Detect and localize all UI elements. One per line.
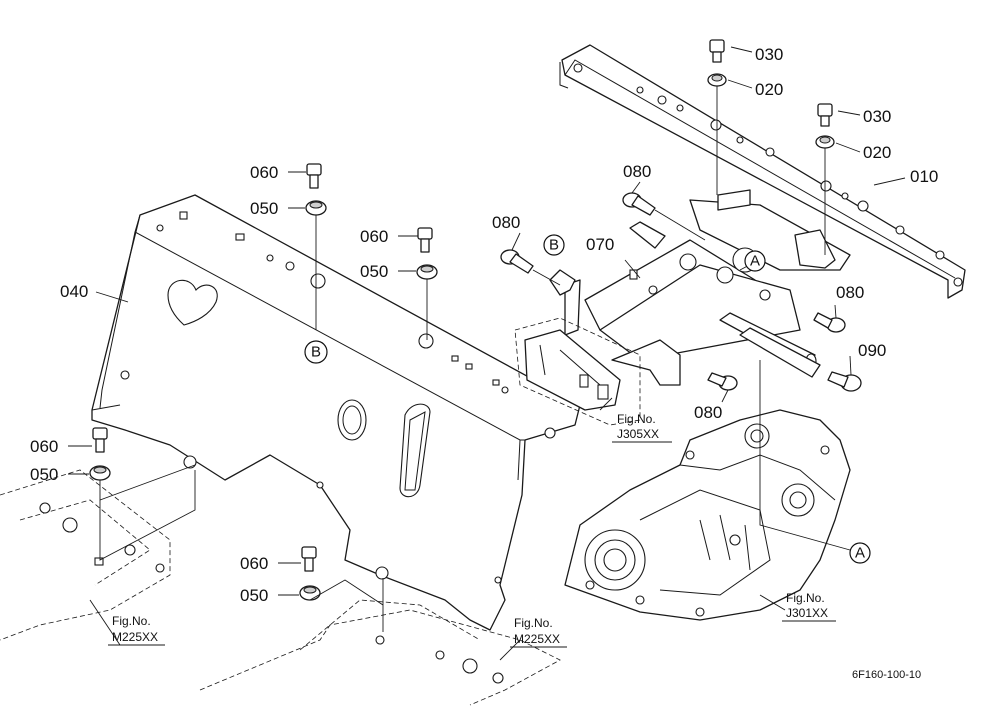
callout-b-panel: B	[304, 340, 328, 364]
j305-reference-outline	[514, 317, 641, 426]
label-060-a: 060	[250, 163, 278, 182]
label-060-d: 060	[240, 554, 268, 573]
washer-020-a	[707, 73, 727, 87]
svg-text:Fig.No.: Fig.No.	[112, 614, 151, 628]
crossbar-010	[559, 44, 966, 299]
svg-text:Fig.No.: Fig.No.	[514, 616, 553, 630]
label-060-b: 060	[360, 227, 388, 246]
bolt-030-a	[709, 39, 725, 63]
leader-lines	[68, 46, 906, 661]
callout-a-bracket: A	[744, 250, 766, 272]
svg-text:J301XX: J301XX	[786, 606, 828, 620]
fig-ref-j301: Fig.No. J301XX	[782, 591, 836, 622]
label-080-c: 080	[836, 283, 864, 302]
transmission-case	[564, 409, 851, 621]
callouts: B B A A	[304, 234, 871, 564]
label-060-c: 060	[30, 437, 58, 456]
part-labels: 030 020 030 020 010 040 060 050 060 050 …	[30, 45, 938, 605]
label-080-b: 080	[492, 213, 520, 232]
bracket-070	[524, 189, 851, 411]
fig-ref-m225-left: Fig.No. M225XX	[108, 614, 165, 646]
svg-text:M225XX: M225XX	[112, 630, 158, 644]
label-050-a: 050	[250, 199, 278, 218]
label-030-b: 030	[863, 107, 891, 126]
assembly-axis-lines	[99, 86, 851, 632]
callout-b-upper: B	[543, 234, 565, 256]
bolt-060-b	[417, 227, 433, 253]
label-050-b: 050	[360, 262, 388, 281]
svg-text:Fig.No.: Fig.No.	[786, 591, 825, 605]
label-050-d: 050	[240, 586, 268, 605]
washer-050-b	[416, 264, 438, 280]
label-040: 040	[60, 282, 88, 301]
fasteners	[89, 39, 862, 601]
svg-text:A: A	[750, 253, 760, 270]
svg-text:A: A	[855, 545, 865, 562]
drawing-code: 6F160-100-10	[852, 669, 921, 681]
label-050-c: 050	[30, 465, 58, 484]
washer-020-b	[815, 135, 835, 149]
washer-050-d	[299, 585, 321, 601]
lower-center-frame-outline	[199, 599, 561, 706]
callout-a-case: A	[849, 542, 871, 564]
lower-left-frame-outline	[0, 469, 171, 641]
figure-refs: Fig.No. J305XX Fig.No. J301XX Fig.No. M2…	[108, 412, 836, 648]
bolt-060-a	[306, 163, 322, 189]
label-080-d: 080	[694, 403, 722, 422]
svg-text:Fig.No.: Fig.No.	[617, 412, 656, 426]
label-080-a: 080	[623, 162, 651, 181]
fig-ref-j305: Fig.No. J305XX	[612, 412, 672, 443]
svg-text:B: B	[311, 344, 321, 361]
bolt-080-a	[622, 192, 656, 216]
bolt-080-d	[707, 372, 738, 391]
bolt-060-c	[92, 427, 108, 453]
fig-ref-m225-right: Fig.No. M225XX	[510, 616, 567, 648]
label-070: 070	[586, 235, 614, 254]
label-020-b: 020	[863, 143, 891, 162]
bolt-060-d	[301, 546, 317, 572]
label-030-a: 030	[755, 45, 783, 64]
front-panel-040	[91, 194, 581, 631]
washer-050-c	[89, 465, 111, 481]
washer-050-a	[305, 200, 327, 216]
label-090: 090	[858, 341, 886, 360]
bolt-030-b	[817, 103, 833, 127]
label-020-a: 020	[755, 80, 783, 99]
bolt-080-c	[813, 312, 846, 333]
svg-text:M225XX: M225XX	[514, 632, 560, 646]
svg-text:B: B	[549, 237, 559, 254]
bolt-080-b	[500, 249, 534, 274]
svg-text:J305XX: J305XX	[617, 427, 659, 441]
label-010: 010	[910, 167, 938, 186]
bolt-090	[827, 371, 862, 392]
